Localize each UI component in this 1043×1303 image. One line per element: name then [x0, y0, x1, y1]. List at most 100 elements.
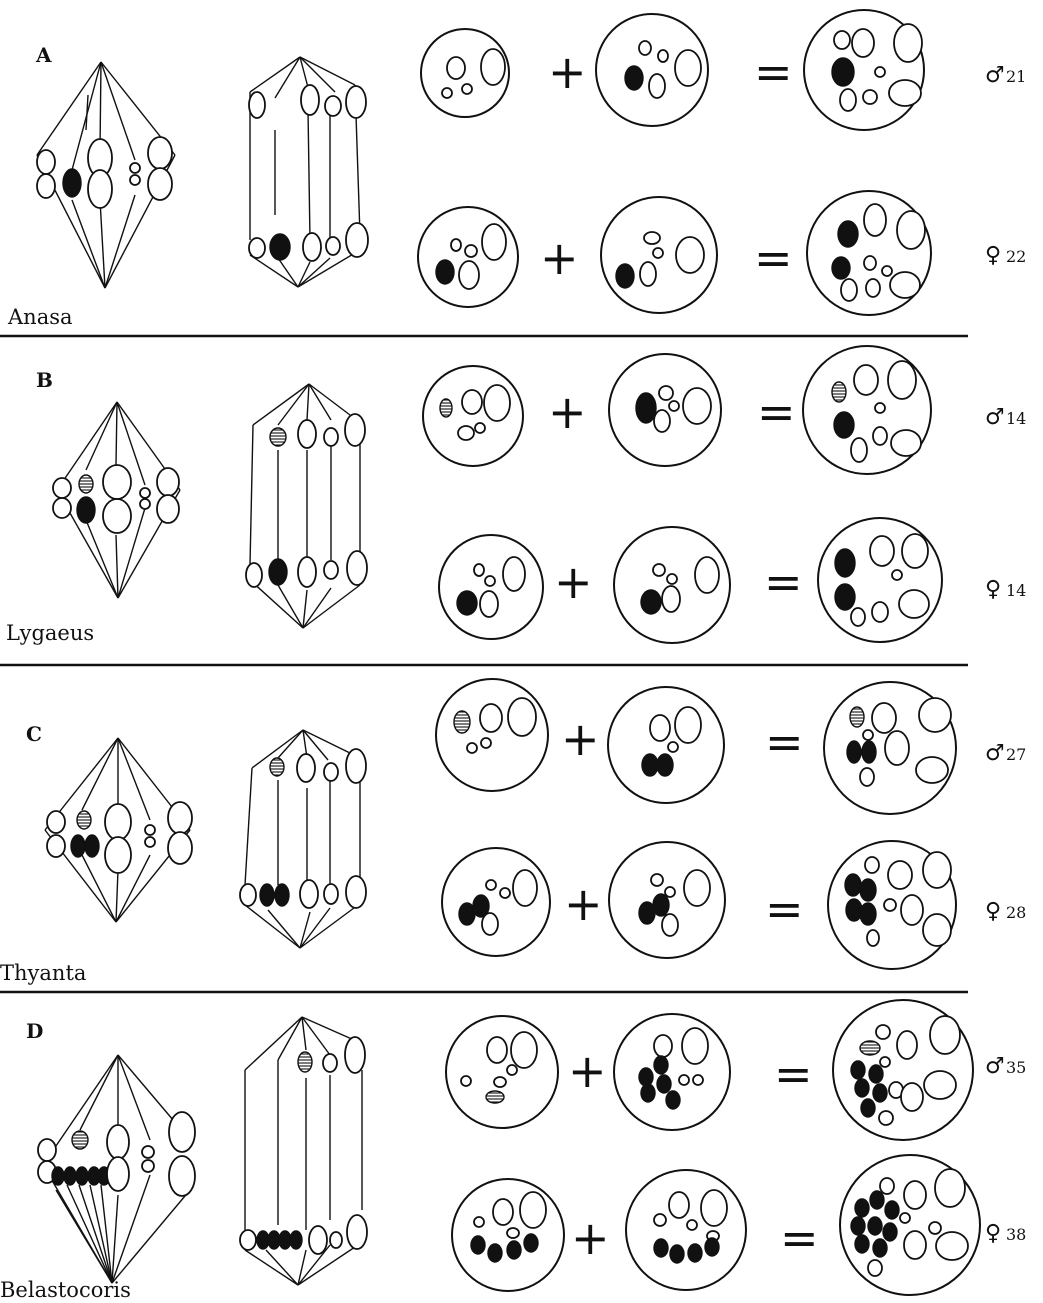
panel-letter: D: [26, 1019, 43, 1043]
chromosome: [441, 87, 453, 99]
chromosome: [839, 88, 857, 112]
equals-sign: =: [780, 1211, 819, 1265]
female-symbol: ♀: [985, 1221, 1001, 1246]
chromosome: [296, 753, 316, 783]
female-chromosome-count: 14: [1006, 581, 1026, 600]
panel-letter: C: [26, 722, 42, 746]
chromosome: [918, 697, 952, 733]
chromosome: [324, 95, 342, 117]
chromosome: [297, 419, 317, 449]
panel-b: B Lygaeus: [6, 345, 1026, 645]
x-chromosome: [656, 753, 674, 777]
y-chromosome: [453, 710, 471, 734]
x-chromosome: [859, 878, 877, 902]
equals-sign: =: [754, 231, 793, 285]
female-symbol: ♀: [985, 577, 1001, 602]
chromosome: [461, 389, 483, 415]
chromosome: [506, 1064, 518, 1076]
x-chromosome: [70, 834, 86, 858]
metaphase-spindle: [37, 1054, 196, 1284]
chromosome: [879, 1056, 891, 1068]
female-symbol: ♀: [985, 899, 1001, 924]
x-chromosome: [868, 1064, 884, 1084]
x-chromosome: [860, 1098, 876, 1118]
chromosome: [891, 569, 903, 581]
species-name: Anasa: [7, 305, 73, 329]
chromosome: [168, 1111, 196, 1153]
x-chromosome: [850, 1060, 866, 1080]
chromosome: [480, 737, 492, 749]
chromosome: [867, 1259, 883, 1277]
chromosome: [879, 1177, 895, 1195]
female-fertilization-row: + = ♀ 28: [441, 840, 1026, 970]
chromosome: [929, 1015, 961, 1055]
x-chromosome: [850, 1216, 866, 1236]
x-chromosome: [470, 1235, 486, 1255]
male-symbol: ♂: [985, 741, 1005, 766]
plus-sign: +: [548, 45, 587, 99]
chromosome: [323, 883, 339, 905]
x-chromosome: [704, 1237, 720, 1257]
chromosome: [245, 562, 263, 588]
gamete-cell: [438, 534, 544, 640]
chromosome: [649, 714, 671, 742]
x-chromosome: [269, 233, 291, 261]
chromosome: [493, 1076, 507, 1088]
chromosome: [139, 498, 151, 510]
chromosome: [507, 697, 537, 737]
equals-sign: =: [774, 1047, 813, 1101]
gamete-cell: [625, 1169, 747, 1291]
female-chromosome-count: 22: [1006, 247, 1026, 266]
chromosome: [479, 703, 503, 733]
equals-sign: =: [765, 715, 804, 769]
chromosome: [473, 1216, 485, 1228]
male-symbol: ♂: [985, 1054, 1005, 1079]
chromosome: [864, 856, 880, 874]
chromosome: [168, 1155, 196, 1197]
chromosome: [297, 556, 317, 588]
metaphase-spindle: [36, 61, 176, 289]
chromosome: [884, 730, 910, 766]
chromosome: [653, 1213, 667, 1227]
x-chromosome: [259, 883, 275, 907]
female-fertilization-row: + = ♀ 38: [451, 1154, 1026, 1296]
chromosome: [481, 912, 499, 936]
x-chromosome: [653, 1055, 669, 1075]
chromosome: [300, 84, 320, 116]
chromosome: [866, 929, 880, 947]
female-fertilization-row: + = ♀ 14: [438, 517, 1026, 644]
y-chromosome: [831, 381, 847, 403]
x-chromosome: [289, 1230, 303, 1250]
chromosome: [141, 1145, 155, 1159]
chromosome: [875, 1024, 891, 1040]
chromosome: [881, 265, 893, 277]
chromosome: [903, 1180, 927, 1210]
x-chromosome: [846, 740, 862, 764]
chromosome: [481, 223, 507, 261]
y-chromosome: [849, 706, 865, 728]
female-symbol: ♀: [985, 243, 1001, 268]
male-fertilization-row: + = ♂ 21: [420, 9, 1026, 131]
x-chromosome: [882, 1222, 898, 1242]
chromosome: [52, 477, 72, 499]
chromosome: [104, 836, 132, 874]
female-chromosome-count: 38: [1006, 1225, 1026, 1244]
chromosome: [485, 879, 497, 891]
y-chromosome: [269, 427, 287, 447]
chromosome: [156, 467, 180, 497]
x-chromosome: [624, 65, 644, 91]
chromosome: [883, 898, 897, 912]
chromosome: [480, 48, 506, 86]
x-chromosome: [831, 57, 855, 87]
chromosome: [934, 1168, 966, 1208]
chromosome: [322, 1053, 338, 1073]
female-fertilization-row: + = ♀ 22: [417, 190, 1026, 316]
chromosome: [922, 913, 952, 947]
chromosome: [872, 426, 888, 446]
chromosome: [865, 278, 881, 298]
species-name: Thyanta: [0, 961, 86, 985]
chromosome: [900, 894, 924, 926]
gamete-cell: [607, 686, 725, 804]
chromosome: [694, 556, 720, 594]
